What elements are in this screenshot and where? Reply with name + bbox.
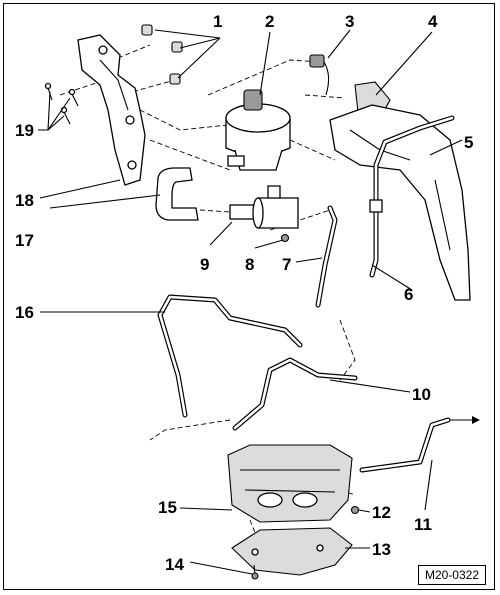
callout-14: 14 [165, 555, 184, 574]
callout-2: 2 [265, 12, 274, 31]
callout-8: 8 [245, 255, 254, 274]
part-6-pipe [369, 115, 455, 278]
part-15-housing [227, 444, 353, 523]
callout-15: 15 [158, 498, 177, 517]
part-12-nut [350, 505, 360, 515]
callout-10: 10 [412, 385, 431, 404]
leader-lines [38, 29, 463, 575]
part-18-bracket [77, 34, 146, 186]
callout-7: 7 [282, 255, 291, 274]
part-13-shield [231, 527, 353, 576]
part-1-bolts [141, 24, 183, 85]
part-8-clip [280, 233, 290, 243]
callout-13: 13 [372, 540, 391, 559]
diagram-frame [3, 3, 495, 590]
callout-11: 11 [414, 515, 432, 534]
callout-19: 19 [15, 121, 34, 140]
part-17-hose [155, 167, 199, 221]
callout-16: 16 [15, 303, 34, 322]
part-3-connector [309, 54, 330, 96]
callout-9: 9 [200, 255, 209, 274]
part-16-pipe [157, 294, 303, 418]
part-14-bolt [251, 564, 259, 580]
callout-4: 4 [428, 12, 438, 31]
callout-6: 6 [404, 285, 413, 304]
callout-3: 3 [345, 12, 354, 31]
part-2-pump [225, 89, 291, 171]
callout-17: 17 [15, 231, 34, 250]
part-11-pipe [359, 416, 480, 473]
part-9-valve [229, 185, 299, 229]
figure-reference: M20-0322 [417, 565, 486, 585]
callout-12: 12 [372, 503, 391, 522]
callout-5: 5 [464, 133, 473, 152]
callout-labels: 1 2 3 4 5 6 7 8 9 10 11 12 13 14 15 16 1… [15, 12, 473, 574]
callout-1: 1 [213, 12, 222, 31]
part-7-hose [315, 205, 338, 308]
part-10-pipe [232, 357, 358, 431]
callout-18: 18 [15, 191, 34, 210]
part-19-bolts [44, 82, 79, 125]
